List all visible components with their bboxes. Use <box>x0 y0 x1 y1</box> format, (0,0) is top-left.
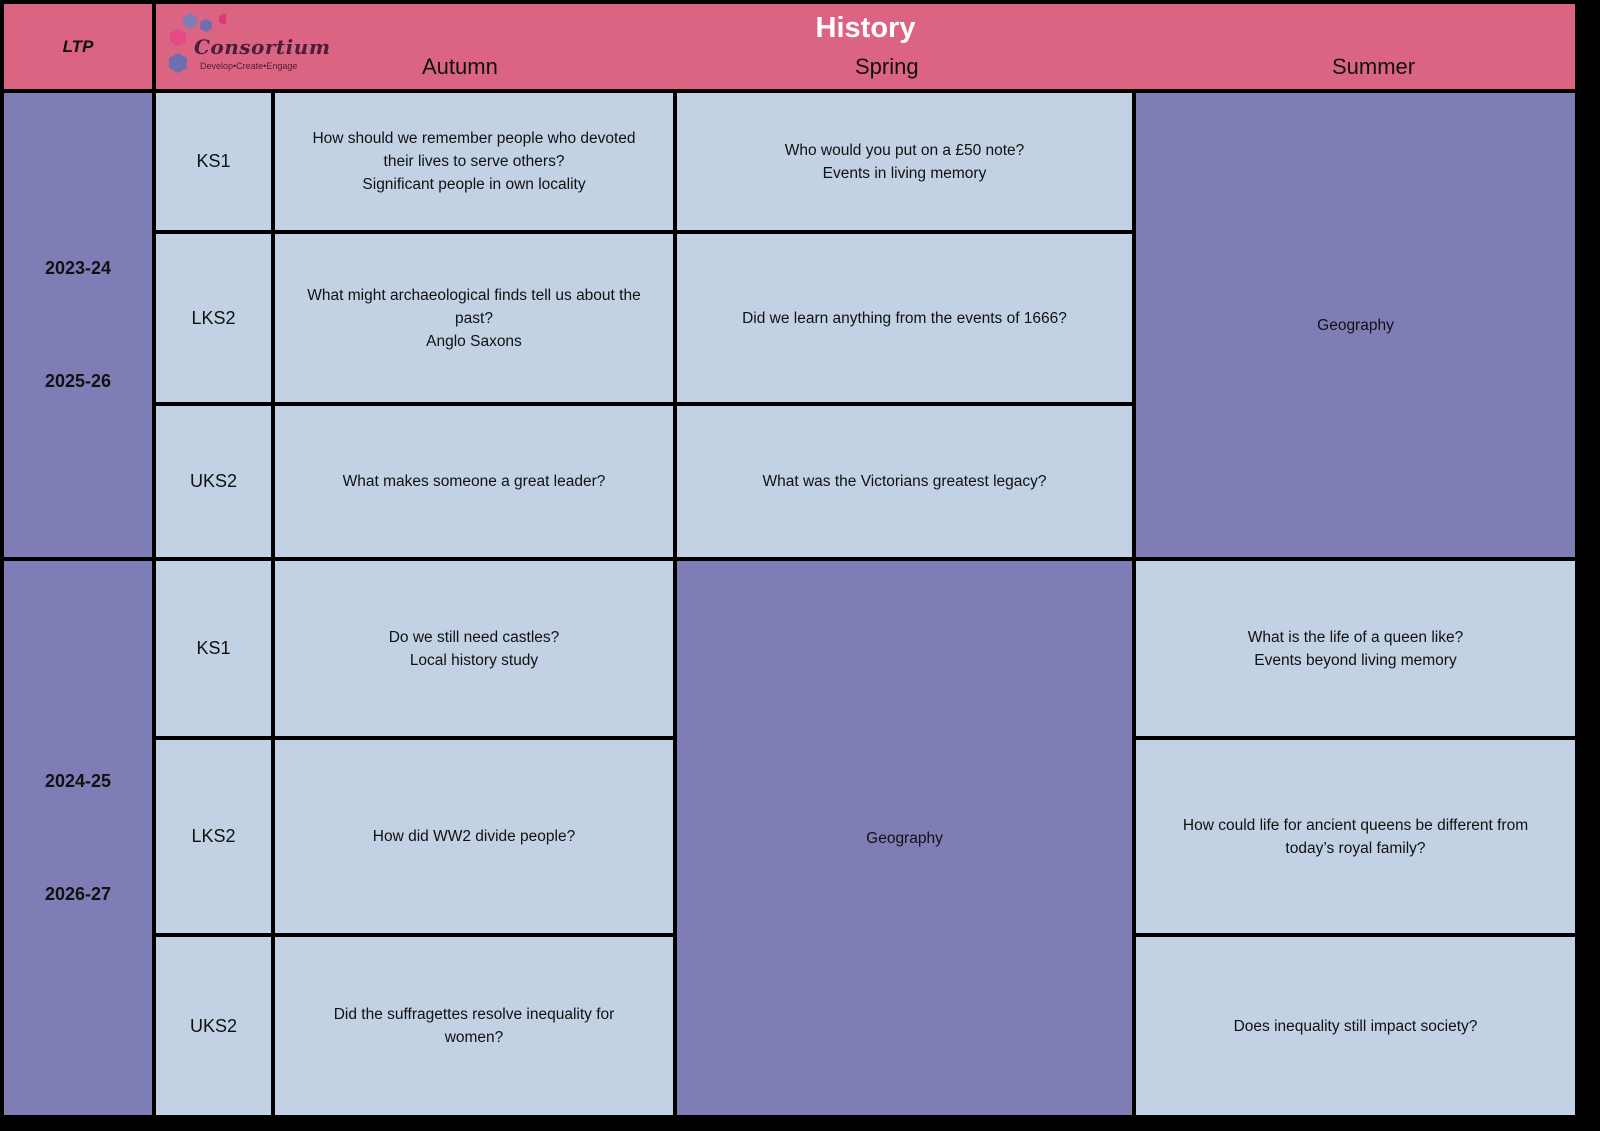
subject-title: History <box>815 12 916 44</box>
summer-topic: How could life for ancient queens be dif… <box>1136 740 1575 933</box>
topic-line: women? <box>444 1029 504 1046</box>
logo-wordmark: Consortium <box>194 35 331 59</box>
topic-line: Anglo Saxons <box>426 332 522 350</box>
topic-line: past? <box>455 309 493 327</box>
topic-line: Significant people in own locality <box>362 176 586 193</box>
table-header: Consortium Develop•Create•Engage History… <box>156 4 1575 89</box>
logo-tagline: Develop•Create•Engage <box>200 61 298 71</box>
autumn-topic: What might archaeological finds tell us … <box>275 234 673 402</box>
topic-line: Did the suffragettes resolve inequality … <box>333 1006 615 1023</box>
summer-topic: Does inequality still impact society? <box>1136 937 1575 1115</box>
spring-topic: What was the Victorians greatest legacy? <box>677 406 1132 557</box>
topic-line: Do we still need castles? <box>388 628 560 646</box>
topic-line: Events beyond living memory <box>1254 651 1457 669</box>
topic-line: What makes someone a great leader? <box>342 473 606 490</box>
autumn-topic: What makes someone a great leader? <box>275 406 673 557</box>
topic-line: What was the Victorians greatest legacy? <box>762 473 1047 490</box>
spring-topic: Did we learn anything from the events of… <box>677 234 1132 402</box>
topic-line: What might archaeological finds tell us … <box>307 286 641 304</box>
topic-line: Does inequality still impact society? <box>1233 1017 1478 1035</box>
year-band-b: 2024-25 2026-27 <box>4 561 152 1115</box>
stage-label: LKS2 <box>156 740 271 933</box>
term-spring: Spring <box>855 54 919 79</box>
topic-line: Events in living memory <box>822 164 987 182</box>
year-label: 2026-27 <box>44 884 112 904</box>
stage-label: UKS2 <box>156 937 271 1115</box>
ltp-label: LTP <box>4 4 152 89</box>
autumn-topic: How should we remember people who devote… <box>275 93 673 230</box>
year-label: 2025-26 <box>44 371 112 391</box>
stage-label: UKS2 <box>156 406 271 557</box>
topic-line: Local history study <box>409 651 539 669</box>
autumn-topic: How did WW2 divide people? <box>275 740 673 933</box>
spring-topic: Who would you put on a £50 note? Events … <box>677 93 1132 230</box>
stage-label: KS1 <box>156 93 271 230</box>
summer-topic: What is the life of a queen like? Events… <box>1136 561 1575 736</box>
topic-line: What is the life of a queen like? <box>1247 628 1464 646</box>
spring-geography-block: Geography <box>677 561 1132 1115</box>
year-label: 2023-24 <box>44 258 112 278</box>
topic-line: Did we learn anything from the events of… <box>742 309 1067 327</box>
year-band-a: 2023-24 2025-26 <box>4 93 152 557</box>
summer-geography-block: Geography <box>1136 93 1575 557</box>
topic-line: How could life for ancient queens be dif… <box>1182 816 1529 834</box>
topic-line: Who would you put on a £50 note? <box>784 141 1025 159</box>
stage-label: LKS2 <box>156 234 271 402</box>
year-label: 2024-25 <box>44 771 112 791</box>
stage-label: KS1 <box>156 561 271 736</box>
topic-line: How should we remember people who devote… <box>312 130 636 147</box>
consortium-logo: Consortium Develop•Create•Engage <box>166 11 336 75</box>
term-autumn: Autumn <box>422 54 498 79</box>
hexagon-logo-icon <box>169 13 229 73</box>
topic-line: their lives to serve others? <box>383 153 565 170</box>
autumn-topic: Do we still need castles? Local history … <box>275 561 673 736</box>
autumn-topic: Did the suffragettes resolve inequality … <box>275 937 673 1115</box>
topic-line: How did WW2 divide people? <box>372 828 576 845</box>
term-summer: Summer <box>1332 54 1416 79</box>
topic-line: today’s royal family? <box>1285 839 1426 857</box>
